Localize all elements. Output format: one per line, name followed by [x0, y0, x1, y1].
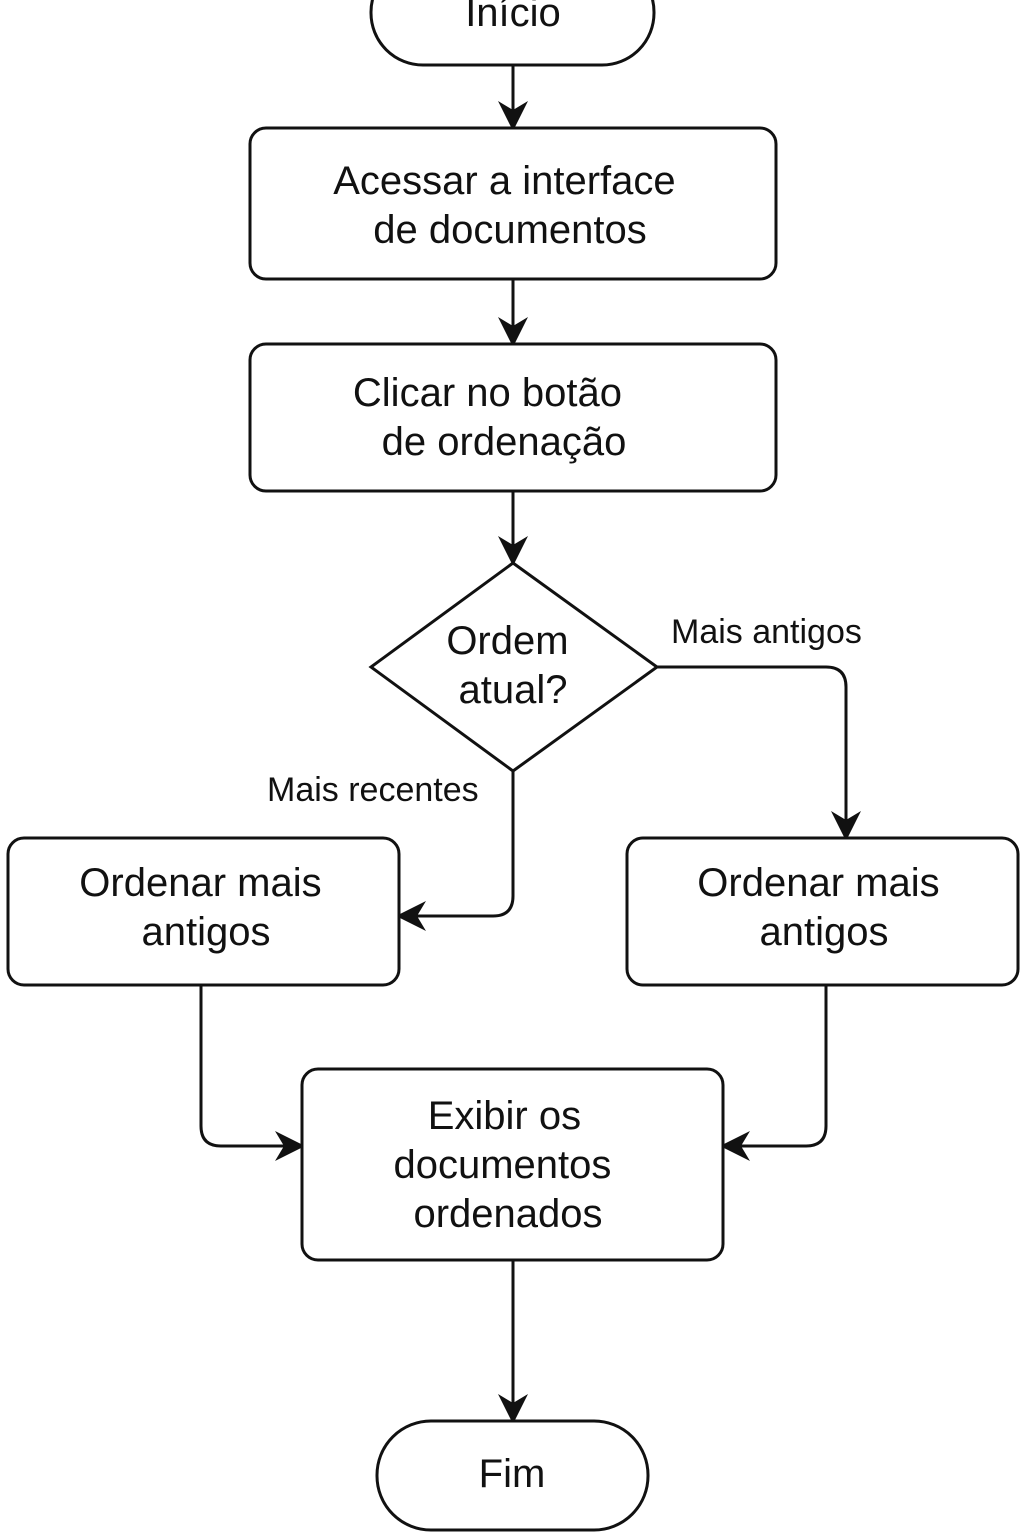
- display-node-line-1: Exibir os: [428, 1094, 581, 1138]
- end-node-label: Fim: [479, 1452, 546, 1496]
- right-sort-node-line-2: antigos: [760, 910, 889, 954]
- decision-node-line-1: Ordem: [446, 619, 568, 663]
- right-sort-node-line-1: Ordenar mais: [697, 861, 939, 905]
- edge-left-to-display: [199, 985, 305, 1161]
- left-sort-node-line-2: antigos: [142, 910, 271, 954]
- svg-text:Ordenar mais antigos: Ordenar mais antigos: [79, 861, 332, 954]
- right-sort-node: Ordenar mais antigos: [625, 836, 1020, 987]
- display-node-line-2: documentos: [393, 1143, 611, 1187]
- svg-text:Clicar no botão de orden: Clicar no botão de ordenação: [353, 371, 633, 464]
- access-node: Acessar a interface de documentos: [248, 126, 778, 281]
- left-sort-node: Ordenar mais antigos: [6, 836, 401, 987]
- edge-label-mais-recentes: Mais recentes: [267, 771, 479, 809]
- access-node-line-1: Acessar a interface: [333, 159, 675, 203]
- display-node-line-3: ordenados: [413, 1192, 602, 1236]
- edge-right-to-display: [720, 985, 828, 1161]
- edge-decision-to-left: [396, 771, 515, 931]
- edge-decision-to-right: [657, 665, 861, 841]
- click-node: Clicar no botão de ordenação: [248, 342, 778, 493]
- click-node-line-1: Clicar no botão: [353, 371, 622, 415]
- access-node-line-2: de documentos: [373, 208, 647, 252]
- start-node-label: Início: [465, 0, 561, 35]
- end-node: Fim: [375, 1419, 650, 1532]
- svg-text:Acessar a interface de d: Acessar a interface de documentos: [333, 159, 687, 252]
- svg-text:Ordenar mais antigos: Ordenar mais antigos: [697, 861, 950, 954]
- decision-node: Ordem atual?: [368, 561, 660, 773]
- click-node-line-2: de ordenação: [382, 420, 627, 464]
- display-node: Exibir os documentos ordenados: [300, 1067, 725, 1262]
- edge-label-mais-antigos: Mais antigos: [671, 613, 862, 651]
- start-node: Início: [369, 0, 656, 67]
- svg-text:Exibir os documentos: Exibir os documentos ordenados: [393, 1094, 622, 1236]
- left-sort-node-line-1: Ordenar mais: [79, 861, 321, 905]
- svg-text:Ordem atual?: Ordem atual?: [446, 619, 579, 712]
- decision-node-line-2: atual?: [459, 668, 568, 712]
